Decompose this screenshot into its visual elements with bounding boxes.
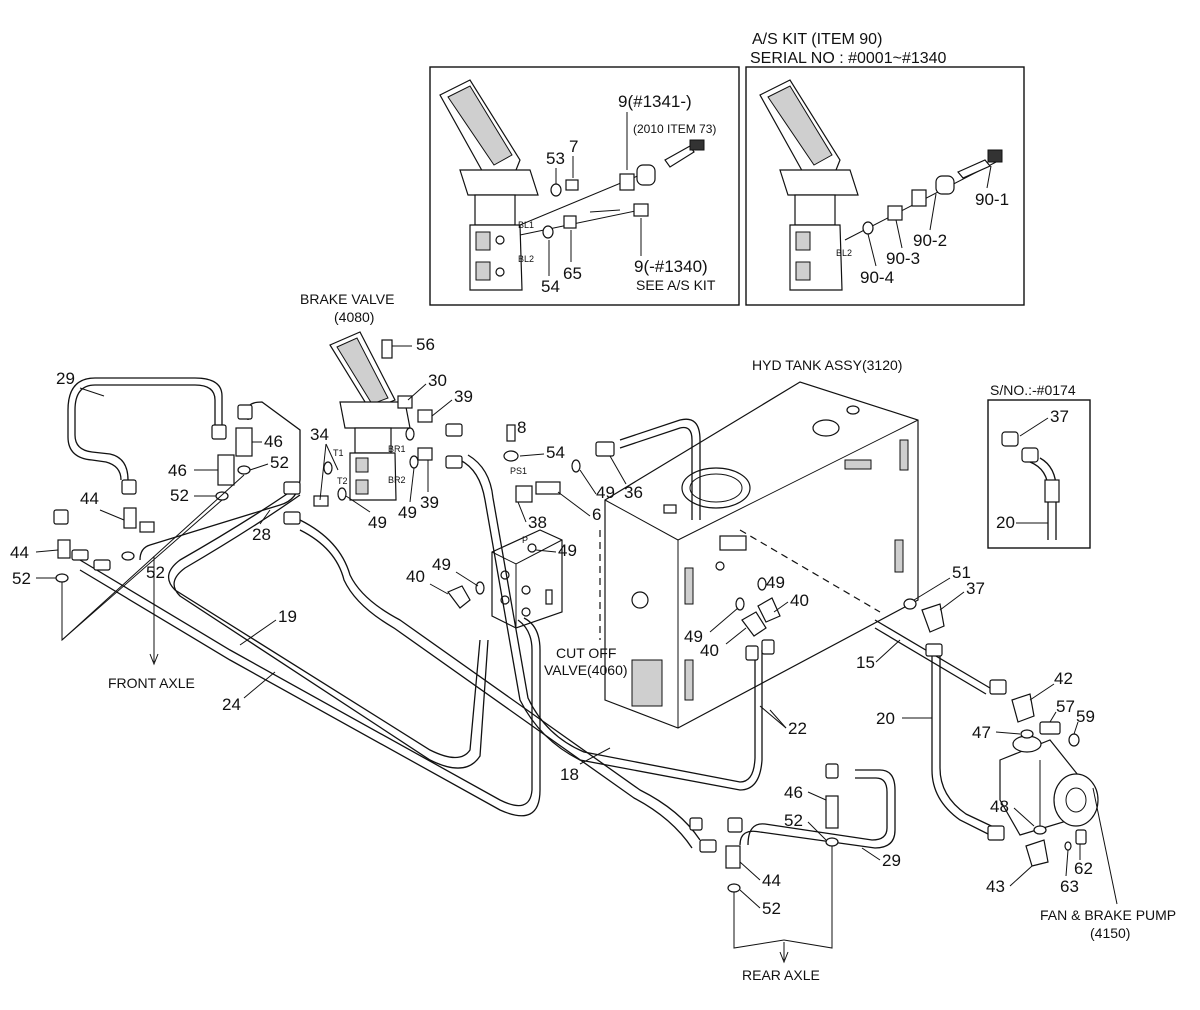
callout-43: 43 — [986, 877, 1005, 896]
callout-59: 59 — [1076, 707, 1095, 726]
pump-label-1: FAN & BRAKE PUMP — [1040, 907, 1176, 923]
callout-42: 42 — [1054, 669, 1073, 688]
callout-62: 62 — [1074, 859, 1093, 878]
inset-right-as-kit: BL2 90-1 90-2 90-3 90-4 — [745, 66, 1025, 306]
callout-52-d: 52 — [146, 563, 165, 582]
brake-valve-code: (4080) — [334, 309, 374, 325]
axle-connections: FRONT AXLE REAR AXLE — [61, 474, 833, 983]
front-axle-label: FRONT AXLE — [108, 675, 195, 691]
callout-39-a: 39 — [454, 387, 473, 406]
port-p: P — [522, 535, 528, 545]
callout-56: 56 — [416, 335, 435, 354]
callouts: 56 30 39 39 34 49 49 8 54 49 36 6 38 49 … — [10, 335, 1095, 918]
callout-51: 51 — [952, 563, 971, 582]
callout-49-e: 49 — [432, 555, 451, 574]
serial-callout-37: 37 — [1050, 407, 1069, 426]
brake-valve: BRAKE VALVE (4080) BR1 BR2 T1 T2 — [300, 291, 433, 501]
callout-6: 6 — [592, 505, 601, 524]
callout-36: 36 — [624, 483, 643, 502]
callout-40-c: 40 — [700, 641, 719, 660]
callout-44-b: 44 — [10, 543, 29, 562]
callout-54-inset: 54 — [541, 277, 560, 296]
callout-29-a: 29 — [56, 369, 75, 388]
inset-serial-title: S/NO.:-#0174 — [990, 382, 1076, 398]
callout-46-a: 46 — [168, 461, 187, 480]
callout-52-c: 52 — [12, 569, 31, 588]
callout-38: 38 — [528, 513, 547, 532]
callout-46-c: 46 — [784, 783, 803, 802]
inset-see-as-kit: SEE A/S KIT — [636, 277, 716, 293]
callout-19: 19 — [278, 607, 297, 626]
callout-52-b: 52 — [270, 453, 289, 472]
port-t1: T1 — [333, 448, 344, 458]
port-t2: T2 — [337, 476, 348, 486]
serial-callout-20: 20 — [996, 513, 1015, 532]
callout-44-c: 44 — [762, 871, 781, 890]
callout-46-b: 46 — [264, 432, 283, 451]
inset-left-bl1-label: BL1 — [518, 220, 534, 230]
callout-37: 37 — [966, 579, 985, 598]
callout-52-f: 52 — [762, 899, 781, 918]
callout-9-old: 9(-#1340) — [634, 257, 708, 276]
callout-49-a: 49 — [368, 513, 387, 532]
callout-20: 20 — [876, 709, 895, 728]
callout-53-inset: 53 — [546, 149, 565, 168]
callout-47: 47 — [972, 723, 991, 742]
inset-left-brake-valve-switch: BL1 BL2 9(#1341-) (2010 ITEM 73) 53 7 54… — [429, 66, 740, 306]
inset-serial-0174: S/NO.:-#0174 37 20 — [987, 382, 1091, 549]
callout-48: 48 — [990, 797, 1009, 816]
port-br1: BR1 — [388, 444, 406, 454]
callout-49-b: 49 — [398, 503, 417, 522]
callout-9-note: (2010 ITEM 73) — [633, 122, 716, 136]
inset-left-bl2-label: BL2 — [518, 254, 534, 264]
callout-44-a: 44 — [80, 489, 99, 508]
callout-39-b: 39 — [420, 493, 439, 512]
brake-valve-label: BRAKE VALVE — [300, 291, 394, 307]
callout-49-f: 49 — [766, 573, 785, 592]
port-ps1: PS1 — [510, 466, 527, 476]
callout-90-3: 90-3 — [886, 249, 920, 268]
callout-9-new: 9(#1341-) — [618, 92, 692, 111]
kit-header-line1: A/S KIT (ITEM 90) — [752, 31, 882, 48]
callout-22: 22 — [788, 719, 807, 738]
inset-right-bl2-label: BL2 — [836, 248, 852, 258]
callout-30: 30 — [428, 371, 447, 390]
cut-off-valve: P CUT OFF VALVE(4060) PS1 — [491, 424, 628, 678]
callout-52-e: 52 — [784, 811, 803, 830]
callout-49-d: 49 — [558, 541, 577, 560]
callout-7-inset: 7 — [569, 137, 578, 156]
hyd-tank-label: HYD TANK ASSY(3120) — [752, 357, 902, 373]
callout-90-2: 90-2 — [913, 231, 947, 250]
callout-90-4: 90-4 — [860, 268, 894, 287]
callout-57: 57 — [1056, 697, 1075, 716]
hydraulic-tank: HYD TANK ASSY(3120) — [604, 357, 919, 729]
callout-40-a: 40 — [406, 567, 425, 586]
callout-52-a: 52 — [170, 486, 189, 505]
port-br2: BR2 — [388, 475, 406, 485]
callout-29-b: 29 — [882, 851, 901, 870]
callout-49-g: 49 — [684, 627, 703, 646]
callout-18: 18 — [560, 765, 579, 784]
callout-34: 34 — [310, 425, 329, 444]
kit-header-line2: SERIAL NO : #0001~#1340 — [750, 50, 947, 67]
callout-90-1: 90-1 — [975, 190, 1009, 209]
cut-off-valve-label-1: CUT OFF — [556, 645, 616, 661]
callout-40-b: 40 — [790, 591, 809, 610]
callout-63: 63 — [1060, 877, 1079, 896]
callout-49-c: 49 — [596, 483, 615, 502]
rear-axle-label: REAR AXLE — [742, 967, 820, 983]
callout-15: 15 — [856, 653, 875, 672]
pump-label-2: (4150) — [1090, 925, 1130, 941]
fittings — [53, 404, 1087, 893]
callout-8: 8 — [517, 418, 526, 437]
fan-brake-pump: FAN & BRAKE PUMP (4150) — [999, 735, 1176, 941]
callout-54: 54 — [546, 443, 565, 462]
cut-off-valve-label-2: VALVE(4060) — [544, 662, 628, 678]
callout-65-inset: 65 — [563, 264, 582, 283]
callout-28: 28 — [252, 525, 271, 544]
callout-24: 24 — [222, 695, 241, 714]
